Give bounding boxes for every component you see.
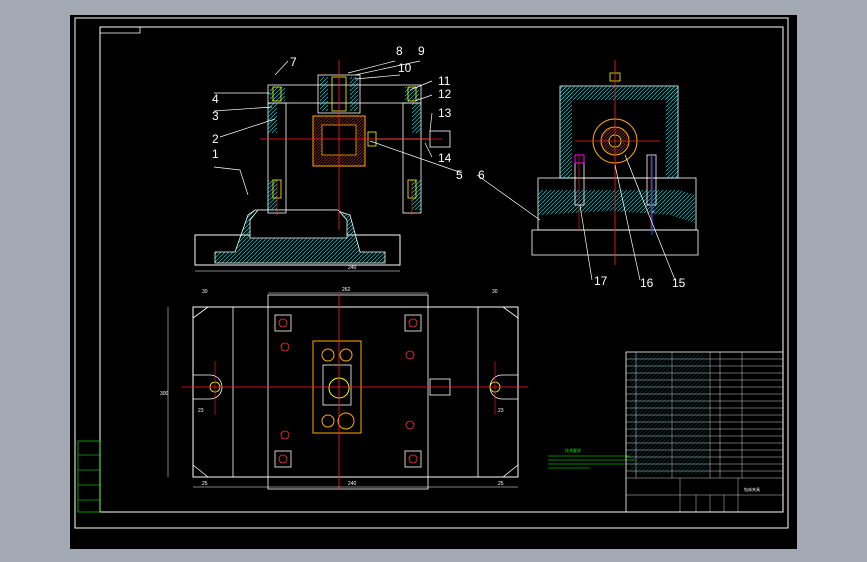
cad-drawing: 240 A	[74, 17, 789, 529]
balloon-16: 16	[640, 276, 654, 290]
front-view: 240	[194, 60, 451, 272]
tech-notes: 技术要求	[548, 447, 635, 469]
corner-dim-b-br: 25	[498, 481, 504, 487]
plan-top-width-dim: 262	[342, 287, 351, 293]
outer-frame	[74, 17, 789, 529]
balloon-10: 10	[398, 61, 412, 75]
balloon-1: 1	[212, 147, 219, 161]
balloon-12: 12	[438, 87, 452, 101]
part-balloons: 1 2 3 4 5 6 7 8 9 10 11 12 13 14 15 16 1…	[212, 44, 686, 290]
top-corner-tab	[100, 27, 141, 34]
corner-dim-a-tr: 30	[492, 289, 498, 295]
balloon-11: 11	[438, 74, 451, 88]
balloon-14: 14	[438, 151, 452, 165]
slot-dim-right: 23	[498, 408, 504, 414]
drawing-title: 钻床夹具	[744, 486, 760, 492]
balloon-3: 3	[212, 109, 219, 123]
drawing-canvas: 240 A	[70, 15, 797, 549]
tech-notes-title: 技术要求	[565, 447, 581, 453]
balloon-13: 13	[438, 106, 452, 120]
plan-view: 240 262 300 30 30 25 25 23 23	[160, 287, 528, 490]
balloon-5: 5	[456, 168, 463, 182]
balloon-17: 17	[594, 274, 608, 288]
plan-bottom-width-dim: 240	[348, 481, 357, 487]
corner-dim-a-tl: 30	[202, 289, 208, 295]
balloon-7: 7	[290, 55, 297, 69]
corner-dim-b-bl: 25	[202, 481, 208, 487]
title-block: 钻床夹具	[625, 351, 784, 513]
slot-dim-left: 23	[198, 408, 204, 414]
balloon-9: 9	[418, 44, 425, 58]
side-view: A	[531, 60, 699, 265]
balloon-8: 8	[396, 44, 403, 58]
section-note: A	[652, 209, 655, 214]
side-stamp-strip	[77, 440, 101, 513]
front-width-dim: 240	[348, 265, 357, 271]
balloon-4: 4	[212, 92, 219, 106]
balloon-6: 6	[478, 168, 485, 182]
plan-height-dim: 300	[160, 391, 169, 397]
drawing-border	[99, 26, 784, 513]
leader-lines	[213, 60, 676, 281]
balloon-15: 15	[672, 276, 686, 290]
balloon-2: 2	[212, 132, 219, 146]
